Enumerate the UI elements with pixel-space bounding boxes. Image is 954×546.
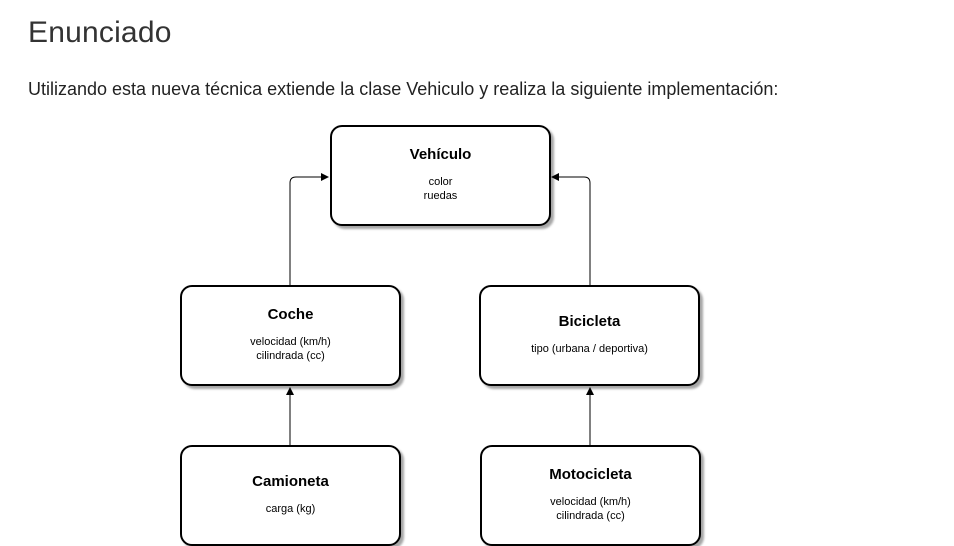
node-coche-attr: velocidad (km/h) xyxy=(250,336,331,348)
node-bicicleta-title: Bicicleta xyxy=(558,313,621,330)
intro-text: Utilizando esta nueva técnica extiende l… xyxy=(28,79,779,99)
node-coche-attrs: velocidad (km/h) cilindrada (cc) xyxy=(182,335,399,363)
node-vehiculo-attr: ruedas xyxy=(423,190,458,202)
node-bicicleta-attrs: tipo (urbana / deportiva) xyxy=(481,342,698,356)
node-motocicleta: Motocicleta velocidad (km/h) cilindrada … xyxy=(480,445,701,546)
node-motocicleta-attrs: velocidad (km/h) cilindrada (cc) xyxy=(482,495,699,523)
node-vehiculo: Vehículo color ruedas xyxy=(330,125,551,226)
node-camioneta-attr: carga (kg) xyxy=(265,503,316,515)
node-vehiculo-title: Vehículo xyxy=(409,146,472,163)
node-vehiculo-attrs: color ruedas xyxy=(332,175,549,203)
node-motocicleta-title: Motocicleta xyxy=(549,466,632,483)
node-vehiculo-attr: color xyxy=(428,176,453,188)
node-coche-title: Coche xyxy=(267,306,314,323)
node-camioneta: Camioneta carga (kg) xyxy=(180,445,401,546)
node-coche: Coche velocidad (km/h) cilindrada (cc) xyxy=(180,285,401,386)
page-heading: Enunciado xyxy=(28,16,172,49)
edge-bicicleta-to-vehiculo xyxy=(551,173,591,286)
node-bicicleta-attr: tipo (urbana / deportiva) xyxy=(531,343,648,355)
node-motocicleta-attr: cilindrada (cc) xyxy=(556,510,625,522)
node-bicicleta: Bicicleta tipo (urbana / deportiva) xyxy=(479,285,700,386)
node-camioneta-attrs: carga (kg) xyxy=(182,502,399,516)
node-motocicleta-attr: velocidad (km/h) xyxy=(550,496,631,508)
node-camioneta-title: Camioneta xyxy=(252,473,329,490)
node-coche-attr: cilindrada (cc) xyxy=(256,350,325,362)
edge-coche-to-vehiculo xyxy=(289,173,329,286)
